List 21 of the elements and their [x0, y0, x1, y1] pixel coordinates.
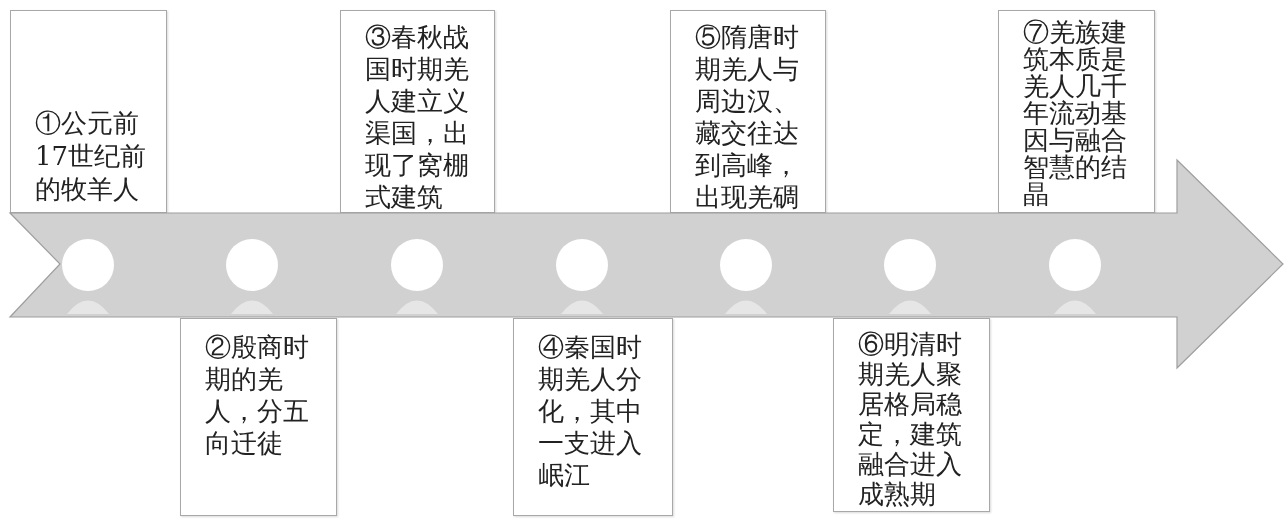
- timeline-circle: [62, 239, 114, 291]
- event-box: [998, 10, 1155, 213]
- event-text: ④秦国时期羌人分化，其中一支进入岷江: [538, 331, 643, 491]
- timeline-circle: [391, 239, 443, 291]
- timeline-circle: [720, 239, 772, 291]
- event-box: [180, 318, 337, 516]
- timeline-circle: [884, 239, 936, 291]
- event-text: ⑤隋唐时期羌人与周边汉、藏交往达到高峰，出现羌碉: [695, 21, 800, 213]
- event-box: [10, 10, 167, 213]
- event-box: [513, 318, 673, 516]
- event-box: [670, 10, 826, 213]
- event-box: [340, 10, 495, 213]
- event-box: [833, 318, 990, 512]
- event-text: ②殷商时期的羌人，分五向迁徒: [205, 331, 310, 459]
- event-text: ⑦羌族建筑本质是羌人几千年流动基因与融合智慧的结晶: [1023, 19, 1128, 208]
- event-text: ⑥明清时期羌人聚居格局稳定，建筑融合进入成熟期: [858, 329, 963, 509]
- timeline-circle: [556, 239, 608, 291]
- timeline-circle: [1049, 239, 1101, 291]
- event-text: ③春秋战国时期羌人建立义渠国，出现了窝棚式建筑: [365, 21, 470, 213]
- timeline-circle: [226, 239, 278, 291]
- event-text: ①公元前17世纪前的牧羊人: [35, 107, 148, 206]
